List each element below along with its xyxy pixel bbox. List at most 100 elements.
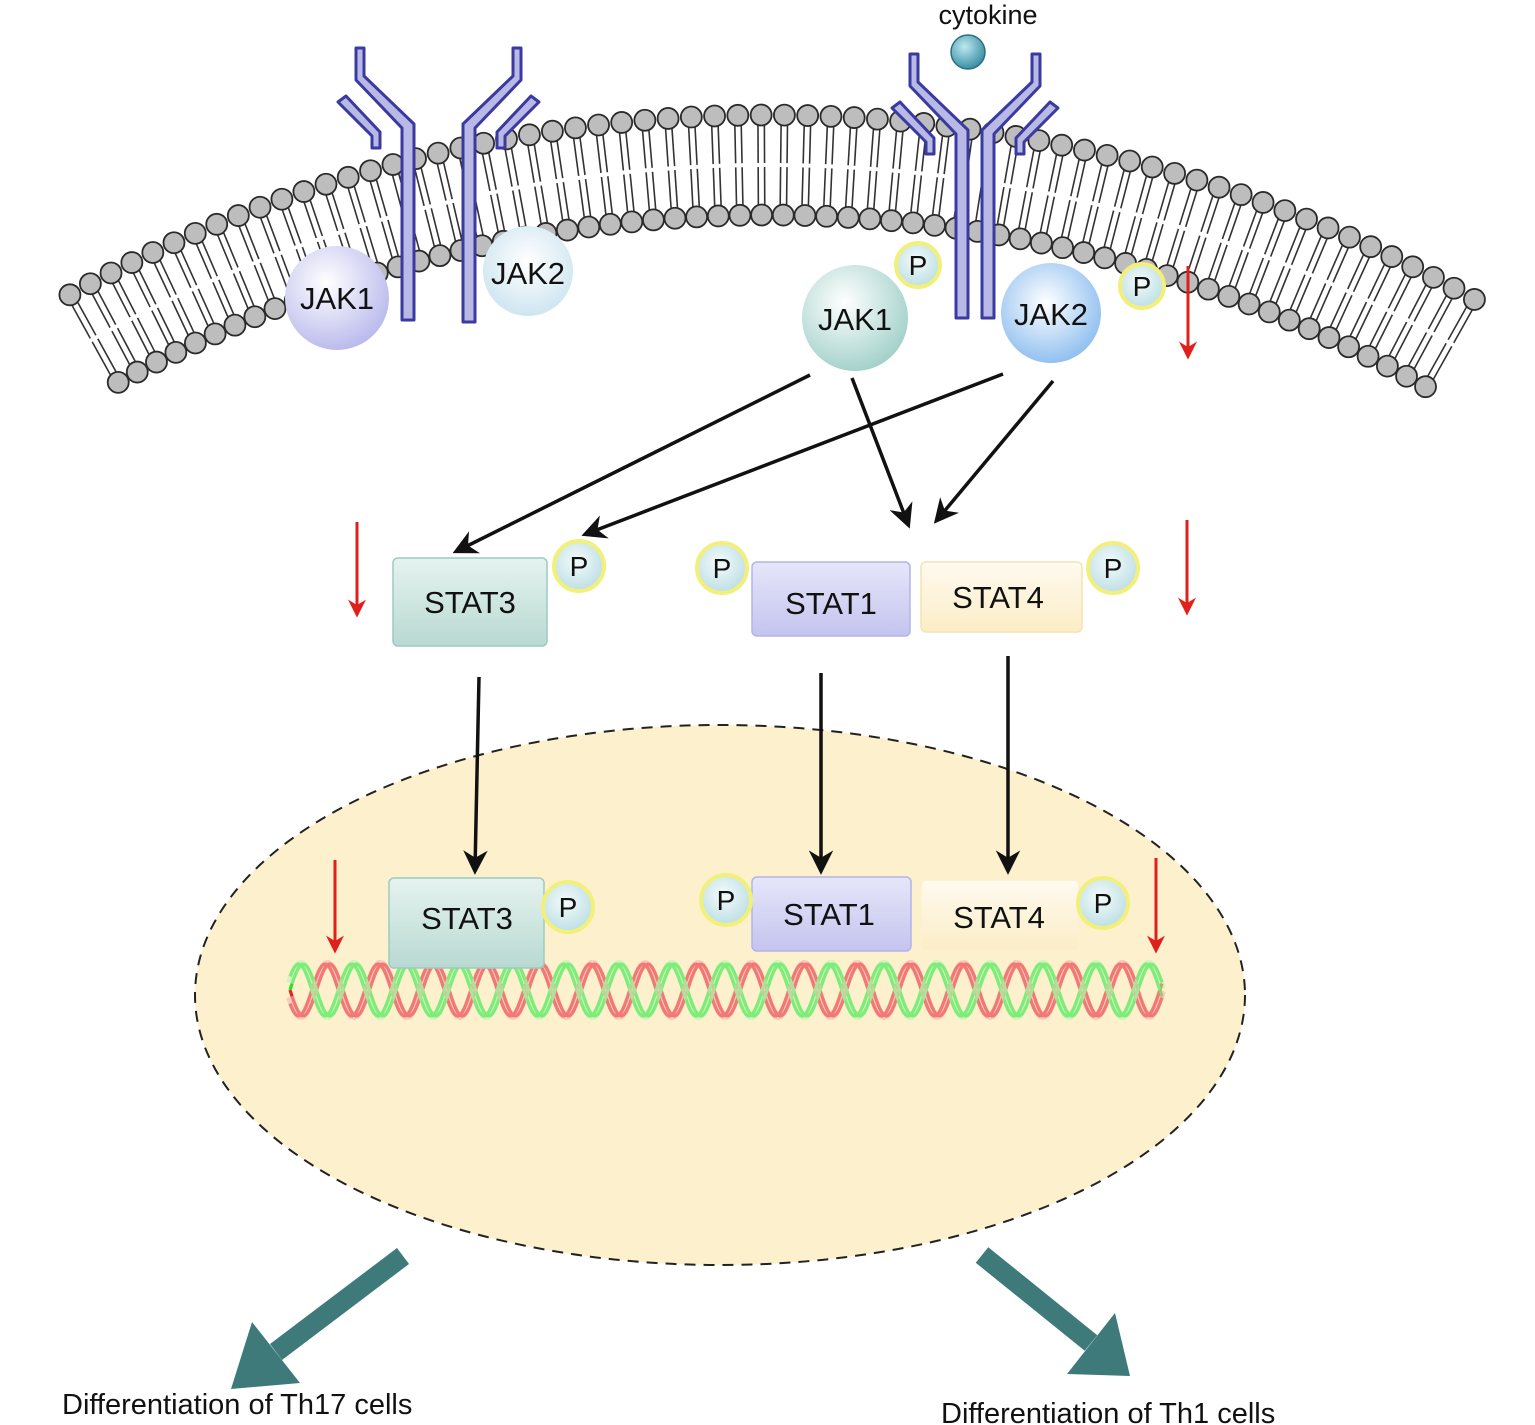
stat4-cytoplasm <box>920 561 1083 633</box>
lipid-tail <box>1060 199 1071 238</box>
lipid-head <box>587 113 610 137</box>
lipid-tail <box>600 176 607 215</box>
lipid-tail <box>1290 229 1307 266</box>
lipid-tail <box>1166 228 1180 266</box>
lipid-tail <box>442 161 453 200</box>
lipid-head <box>336 165 360 189</box>
outcome-th1-label: Differentiation of Th1 cells <box>941 1398 1275 1425</box>
lipid-tail <box>325 194 339 232</box>
lipid-tail <box>195 243 213 279</box>
lipid-tail <box>1248 257 1265 294</box>
lipid-tail <box>847 127 852 166</box>
svg-text:P: P <box>713 553 732 584</box>
lipid-head <box>1338 225 1361 249</box>
svg-text:P: P <box>1133 271 1152 302</box>
lipid-head <box>641 208 665 232</box>
lipid-head <box>518 123 541 147</box>
lipid-tail <box>1048 154 1058 192</box>
lipid-head <box>162 231 186 255</box>
lipid-tail <box>892 130 898 169</box>
lipid-tail <box>1178 188 1192 226</box>
lipid-tail <box>1234 252 1250 289</box>
lipid-tail <box>222 232 239 268</box>
lipid-head <box>1196 277 1220 301</box>
lipid-tail <box>1315 285 1333 322</box>
lipid-tail <box>824 126 829 165</box>
cytokine-label: cytokine <box>938 0 1037 30</box>
lipid-head <box>1251 191 1275 214</box>
lipid-tail <box>823 168 827 207</box>
arrow-jak1-to-stat1 <box>850 377 913 529</box>
lipid-tail <box>801 167 804 206</box>
receptor-chain <box>890 52 970 320</box>
lipid-head <box>858 207 882 231</box>
lipid-head <box>679 105 703 129</box>
lipid-tail <box>1088 206 1099 244</box>
lipid-head <box>1295 207 1318 231</box>
svg-text:P: P <box>1104 553 1123 584</box>
lipid-tail <box>452 202 463 241</box>
lipid-tail <box>1329 292 1347 328</box>
lipid-tail <box>1002 188 1011 226</box>
phosphate-jak1: P <box>894 241 942 289</box>
lipid-tail <box>1263 218 1280 255</box>
stat4-nucleus-label: STAT4 <box>953 900 1045 935</box>
stat1-nucleus <box>751 876 912 952</box>
lipid-tail <box>518 189 527 227</box>
lipid-tail <box>1054 155 1064 193</box>
lipid-head <box>796 104 820 127</box>
lipid-tail <box>331 192 345 230</box>
activation-arrows <box>452 372 1055 554</box>
lipid-tail <box>1368 311 1388 347</box>
lipid-tail <box>436 163 447 201</box>
lipid-tail <box>347 187 360 225</box>
lipid-head <box>203 322 227 346</box>
lipid-tail <box>625 131 631 170</box>
translocation-arrows <box>463 656 1021 875</box>
lipid-tail <box>556 140 564 179</box>
lipid-tail <box>1295 276 1312 313</box>
lipid-tail <box>1355 304 1373 340</box>
lipid-head <box>703 104 726 128</box>
lipid-tail <box>414 168 425 207</box>
lipid-tail <box>533 144 542 182</box>
lipid-head <box>205 212 229 236</box>
lipid-head <box>78 272 102 296</box>
lipid-head <box>1072 241 1096 264</box>
lipid-tail <box>740 125 743 164</box>
lipid-head <box>901 211 925 235</box>
lipid-tail <box>309 199 324 237</box>
lipid-tail <box>287 207 302 244</box>
lipid-tail <box>253 264 270 301</box>
lipid-tail <box>622 174 629 213</box>
lipid-tail <box>741 167 744 206</box>
lipid-tail <box>651 171 657 210</box>
jak1-active <box>802 265 908 371</box>
lipid-head <box>1356 344 1380 368</box>
lipid-head <box>359 159 382 183</box>
lipid-tail <box>1373 266 1392 302</box>
lipid-head <box>633 108 657 132</box>
lipid-tail <box>578 179 586 218</box>
lipid-tail <box>1098 165 1109 203</box>
lipid-tail <box>549 141 558 180</box>
lipid-head <box>819 104 843 128</box>
lipid-head <box>726 103 750 127</box>
lipid-tail <box>534 186 542 225</box>
lipid-tail <box>369 181 382 218</box>
lipid-head <box>292 180 316 203</box>
lipid-tail <box>872 171 878 210</box>
lipid-tail <box>1184 190 1198 228</box>
lipid-tail <box>156 307 176 343</box>
jak2-active-label: JAK2 <box>1014 297 1088 332</box>
lipid-tail <box>212 282 229 318</box>
lipid-tail <box>112 282 131 318</box>
lipid-tail <box>117 280 137 315</box>
lipid-head <box>1050 133 1074 157</box>
lipid-tail <box>1388 321 1408 357</box>
lipid-tail <box>430 208 442 246</box>
lipid-tail <box>802 125 806 164</box>
stat1-cytoplasm-label: STAT1 <box>785 586 877 621</box>
lipid-head <box>106 370 130 394</box>
